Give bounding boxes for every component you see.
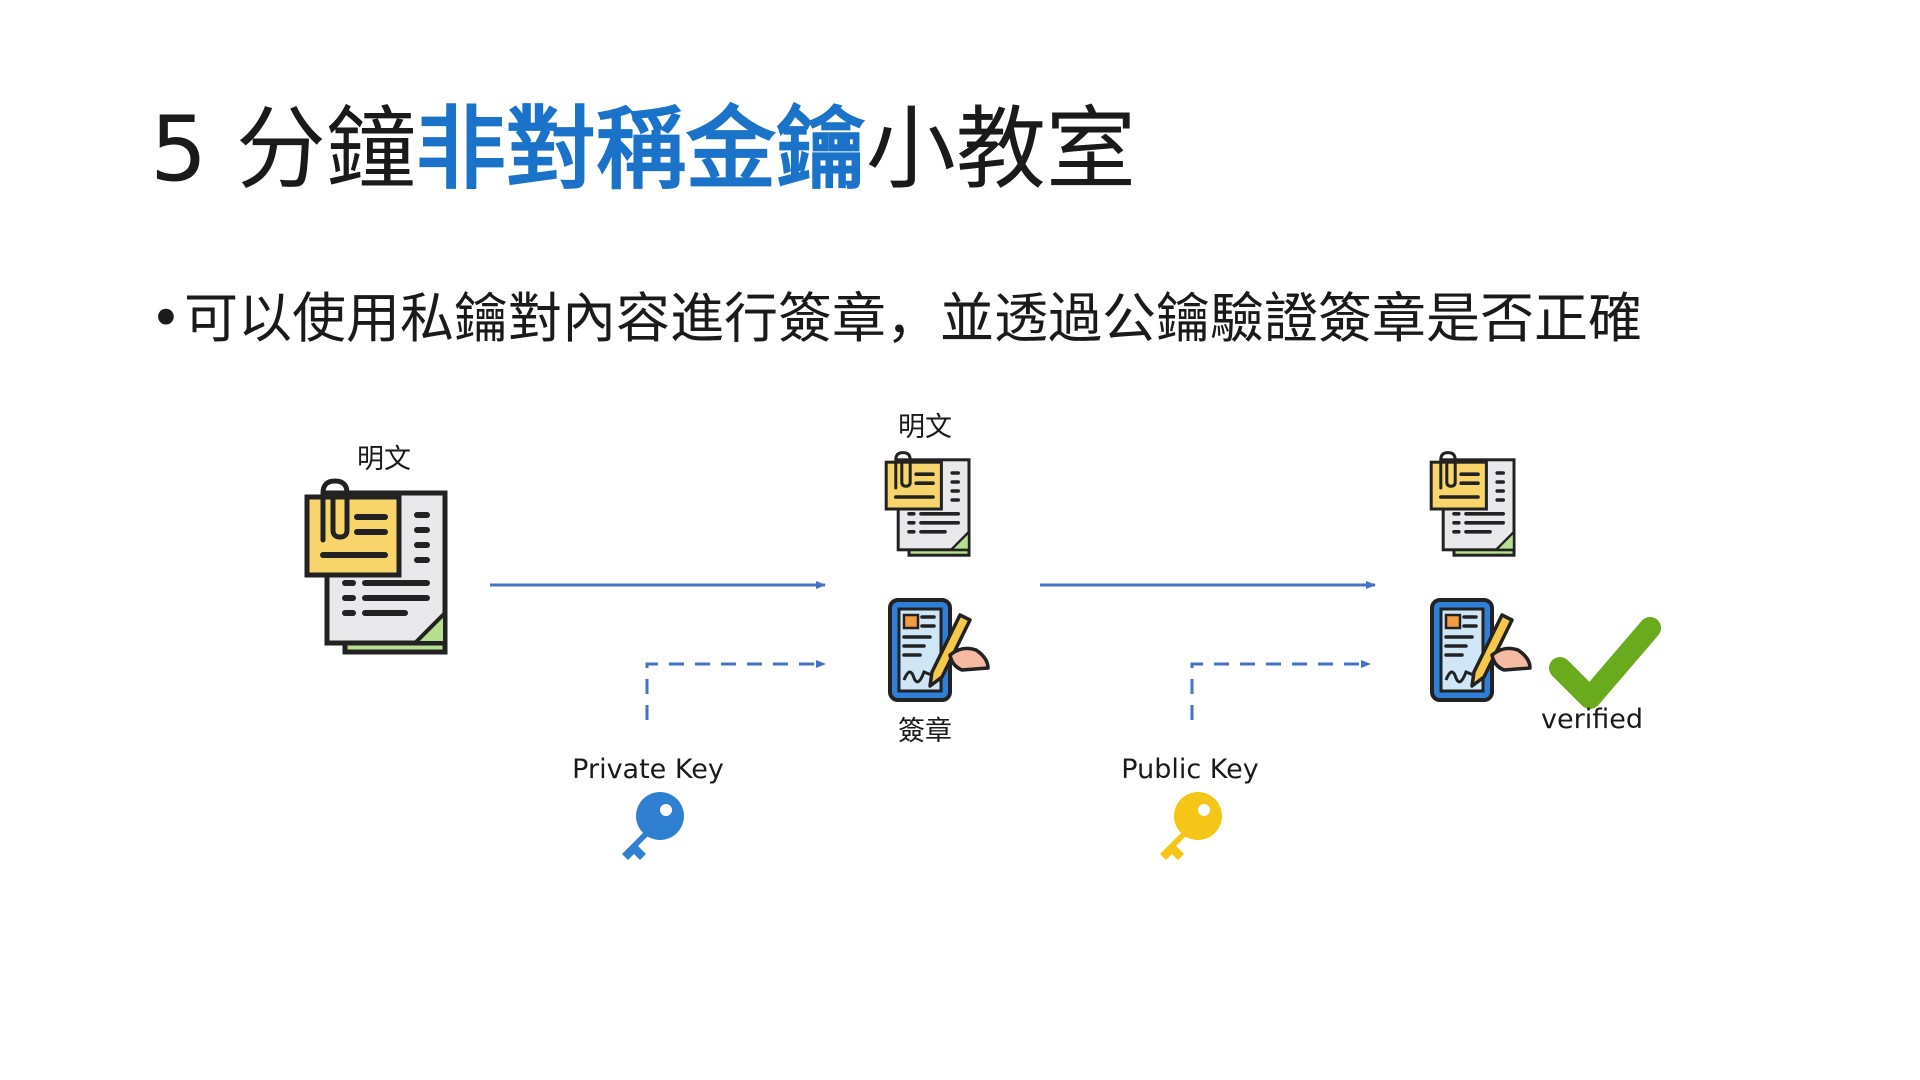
title-suffix: 小教室 [865, 97, 1136, 202]
public-key-label: Public Key [1121, 754, 1259, 785]
title-prefix: 5 分鐘 [150, 97, 416, 202]
verified-label: verified [1541, 704, 1643, 735]
signed-tablet-icon [888, 598, 990, 702]
title-highlight: 非對稱金鑰 [415, 97, 866, 202]
signed-tablet-icon-2 [1430, 598, 1532, 702]
private-key-label: Private Key [572, 754, 724, 785]
public-key-icon [1160, 792, 1222, 860]
plaintext-document-icon [307, 481, 445, 652]
signature-label: 簽章 [898, 716, 952, 747]
plaintext-document-icon-2 [884, 450, 971, 558]
private-key-dashed-arrow [645, 660, 826, 720]
plaintext-label-2: 明文 [898, 412, 952, 443]
private-key-icon [622, 792, 684, 860]
bullet-symbol: • [150, 287, 182, 350]
plaintext-label: 明文 [357, 444, 411, 475]
checkmark-icon [1549, 617, 1661, 709]
bullet-item: •可以使用私鑰對內容進行簽章，並透過公鑰驗證簽章是否正確 [150, 292, 1642, 346]
public-key-dashed-arrow [1190, 660, 1371, 720]
bullet-text: 可以使用私鑰對內容進行簽章，並透過公鑰驗證簽章是否正確 [184, 287, 1642, 350]
plaintext-document-icon-3 [1429, 450, 1516, 558]
page-title: 5 分鐘非對稱金鑰小教室 [150, 105, 1136, 195]
